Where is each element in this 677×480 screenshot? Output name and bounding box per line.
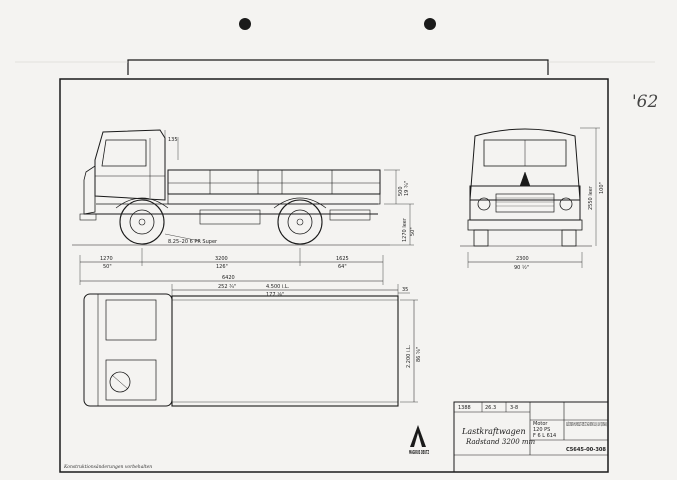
title-line2: Radstand 3200 mm (465, 438, 536, 446)
title-line1: Lastkraftwagen (461, 427, 526, 436)
dim-tire: 8.25–20 6 PR Super (168, 239, 218, 245)
title-cell-b: 26.3 (485, 405, 496, 411)
dim-side-height: 500 (398, 186, 404, 196)
dim-rear-overhang-in: 64" (338, 264, 347, 270)
side-view (72, 129, 414, 285)
dim-wheelbase: 3200 (215, 256, 228, 262)
binder-hole-left (239, 18, 251, 30)
dim-loading-height-in: 50" (410, 227, 416, 236)
title-cell-c: 3-8 (510, 405, 518, 411)
margin-note: '62 (632, 92, 658, 112)
sheet-tab-outline (127, 59, 549, 75)
dim-total: 6420 (222, 275, 235, 281)
dim-front-height: 2550 leer (588, 185, 594, 210)
magirus-logo: MAGIRUS DEUTZ (409, 425, 429, 456)
title-cell-a: 1388 (458, 405, 471, 411)
dim-total-in: 252 ¾" (218, 284, 236, 290)
dim-front-width-in: 90 ½" (514, 264, 529, 271)
dim-platform-width-in: 86 ⅝" (416, 347, 422, 362)
drawing-frame (59, 78, 609, 473)
binder-hole-right (424, 18, 436, 30)
dim-top: 135 (168, 137, 178, 143)
front-view (460, 127, 600, 268)
dim-loading-height: 1270 leer (402, 217, 408, 242)
dim-front-overhang: 1270 (100, 256, 113, 262)
dim-platform-length: 4.500 i.L. (266, 284, 290, 290)
dim-platform-width: 2.200 i.L. (406, 344, 412, 368)
title-block (453, 401, 609, 473)
dim-front-width: 2300 (516, 256, 529, 262)
drawing-number: C5645-00-308 (566, 447, 607, 453)
dim-wheelbase-in: 126" (216, 264, 228, 270)
dim-rear-overhang: 1625 (336, 256, 349, 262)
dim-front-height-in: 100" (599, 182, 605, 194)
dim-front-overhang-in: 50" (103, 264, 112, 270)
logo-text: MAGIRUS DEUTZ (409, 450, 429, 456)
dim-small: 35 (402, 287, 408, 293)
company: KLÖCKNER-HUMBOLDT-DEUTZ AG WERK ULM, ULM… (566, 421, 607, 428)
motor-value: 120 PS (533, 427, 550, 433)
dim-platform-length-in: 177 ⅛" (266, 292, 284, 298)
dim-side-height-in: 19 ¾" (404, 181, 410, 196)
footer-note: Konstruktionsänderungen vorbehalten (63, 464, 152, 470)
top-view (83, 284, 418, 407)
motor-type: F 6 L 614 (533, 433, 556, 439)
motor-label: Motor (533, 421, 548, 427)
